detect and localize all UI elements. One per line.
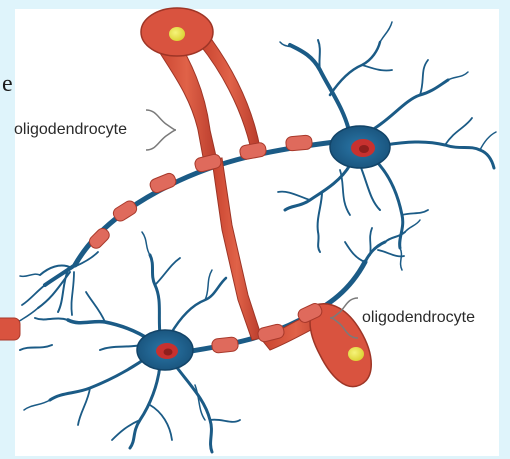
lower-neuron-soma bbox=[137, 330, 193, 370]
brace-right-icon bbox=[146, 110, 176, 150]
axon-terminal-right bbox=[345, 220, 420, 262]
lower-neuron-dendrites bbox=[20, 232, 240, 452]
axon-terminal-left bbox=[18, 252, 98, 322]
oligodendrocyte-top bbox=[141, 8, 262, 340]
label-oligodendrocyte-bottom: oligodendrocyte bbox=[362, 309, 475, 327]
label-oligodendrocyte-top: oligodendrocyte bbox=[14, 121, 127, 139]
upper-neuron-soma bbox=[330, 126, 390, 168]
